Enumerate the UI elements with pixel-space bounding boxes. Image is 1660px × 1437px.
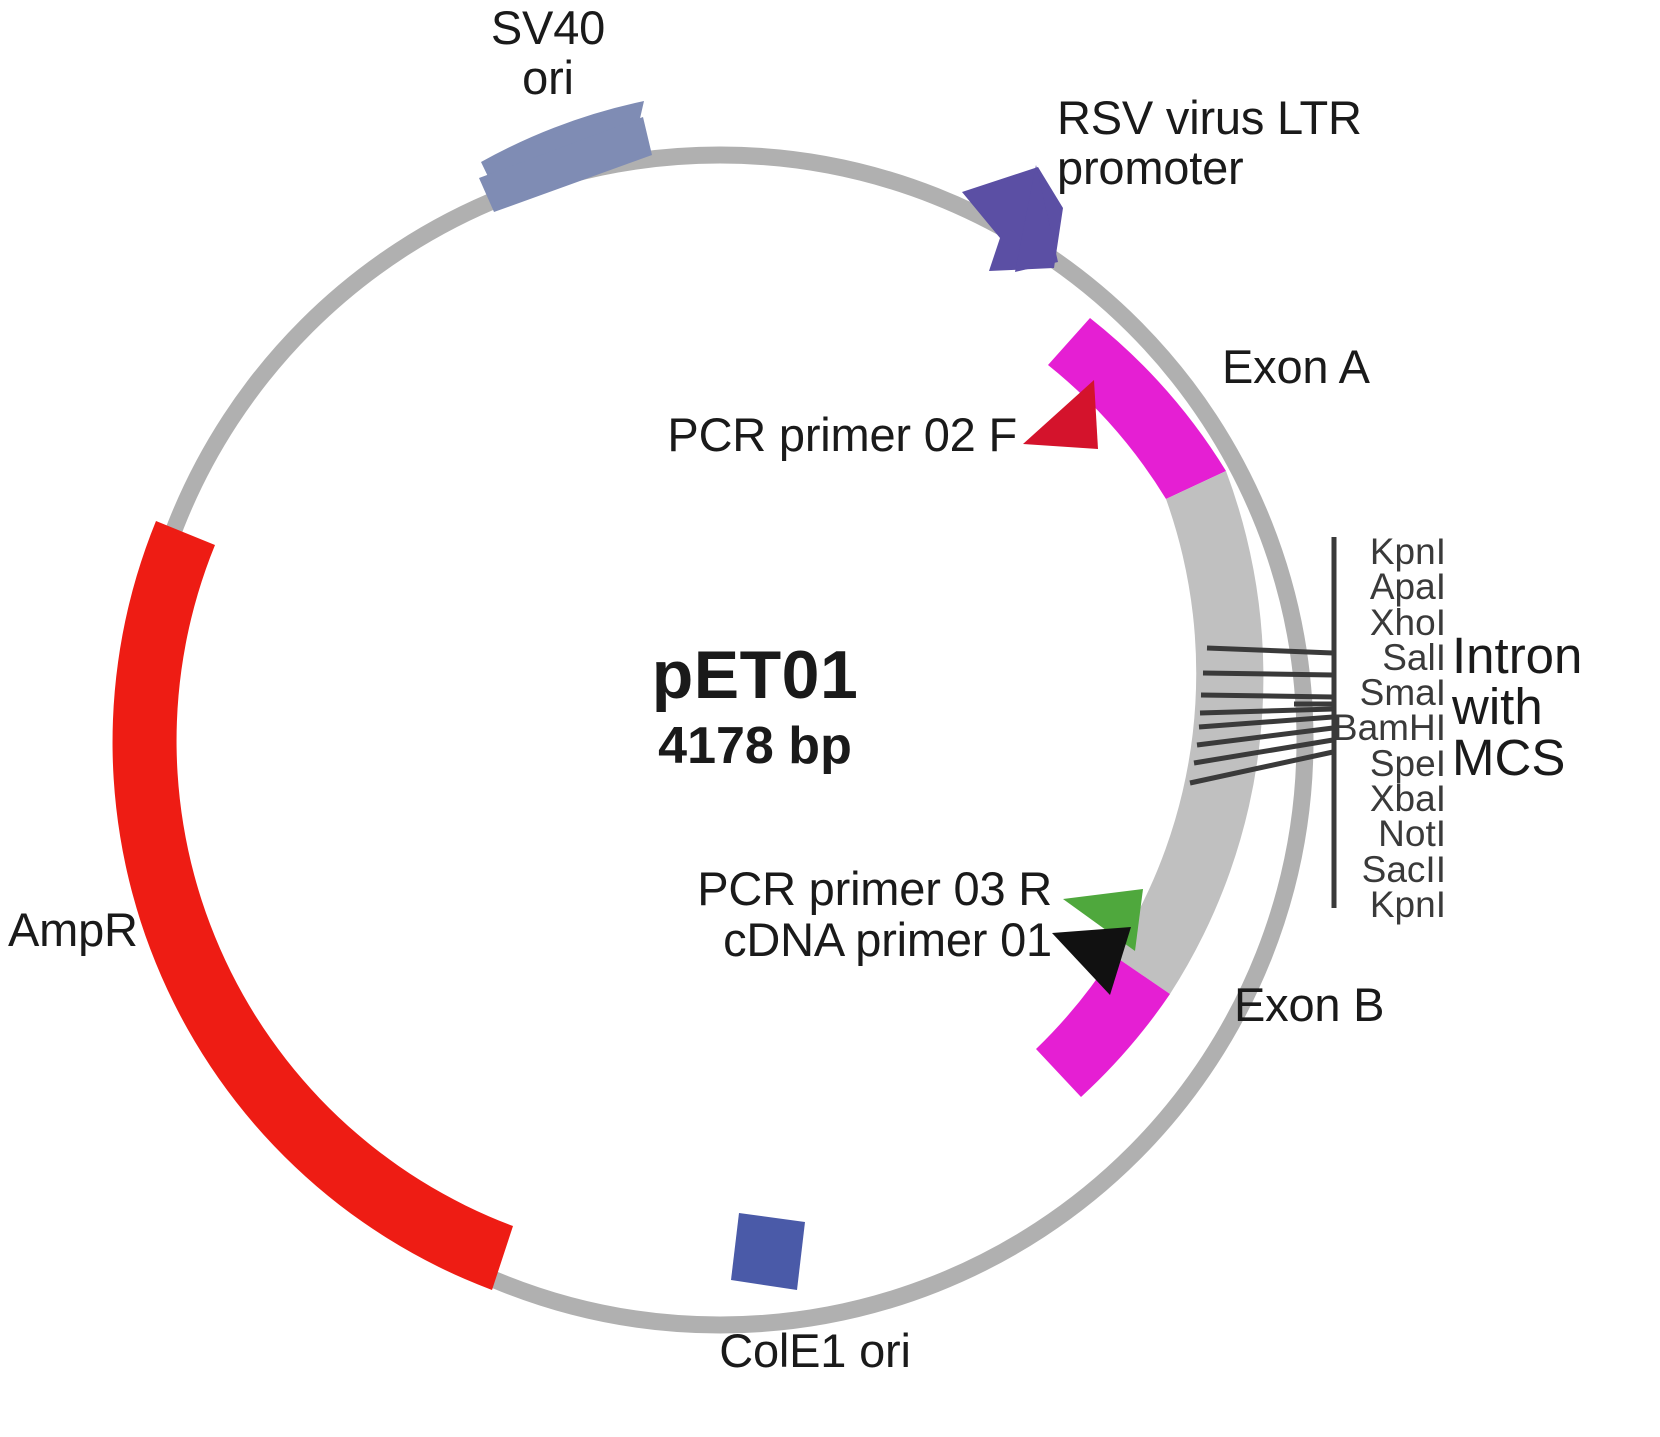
mcs-site: BamHI [1332,707,1446,749]
mcs-site: KpnI [1369,531,1446,572]
mcs-site: ApaI [1369,566,1446,608]
primer-pcr-02-f-triangle [1023,380,1098,449]
feature-sv40-ori-shape [479,117,652,212]
mcs-title-line: Intron [1452,627,1583,684]
mcs-site: NotI [1378,813,1446,855]
feature-cole1-ori-box [731,1213,805,1290]
feature-rsv-promoter-arrow-head [1015,165,1058,272]
plasmid-name: pET01 [651,637,859,713]
mcs-title-line: with [1452,678,1543,735]
primer-label-cdna-01: cDNA primer 01 [723,913,1052,966]
primer-label-pcr-02-f: PCR primer 02 F [667,408,1017,461]
feature-ampr-arc [112,521,513,1290]
feature-label-rsv-promoter: RSV virus LTR promoter [1057,91,1362,194]
feature-label-exon-b: Exon B [1234,978,1385,1031]
mcs-site: XhoI [1369,601,1446,643]
mcs-tick-marks [1189,645,1334,786]
feature-label-cole1-ori: ColE1 ori [719,1324,911,1377]
feature-label-ampr: AmpR [8,903,138,956]
primer-label-pcr-03-r: PCR primer 03 R [697,862,1052,915]
mcs-site: SmaI [1359,672,1446,714]
mcs-title-line: MCS [1452,729,1566,786]
feature-exon-a-arc [1048,318,1226,499]
mcs-site: KpnI [1369,883,1446,925]
feature-intron-mcs-arc [1113,471,1264,994]
primer-cdna-01-triangle [1052,927,1131,995]
mcs-site: SalI [1382,636,1446,678]
feature-label-exon-a: Exon A [1222,340,1370,393]
mcs-site: SacII [1361,848,1446,890]
plasmid-size: 4178 bp [658,717,852,775]
mcs-site: XbaI [1369,778,1446,820]
feature-exon-b-arc [1036,955,1170,1097]
mcs-site: SpeI [1369,742,1446,784]
feature-label-sv40-ori: SV40 ori [490,1,606,104]
